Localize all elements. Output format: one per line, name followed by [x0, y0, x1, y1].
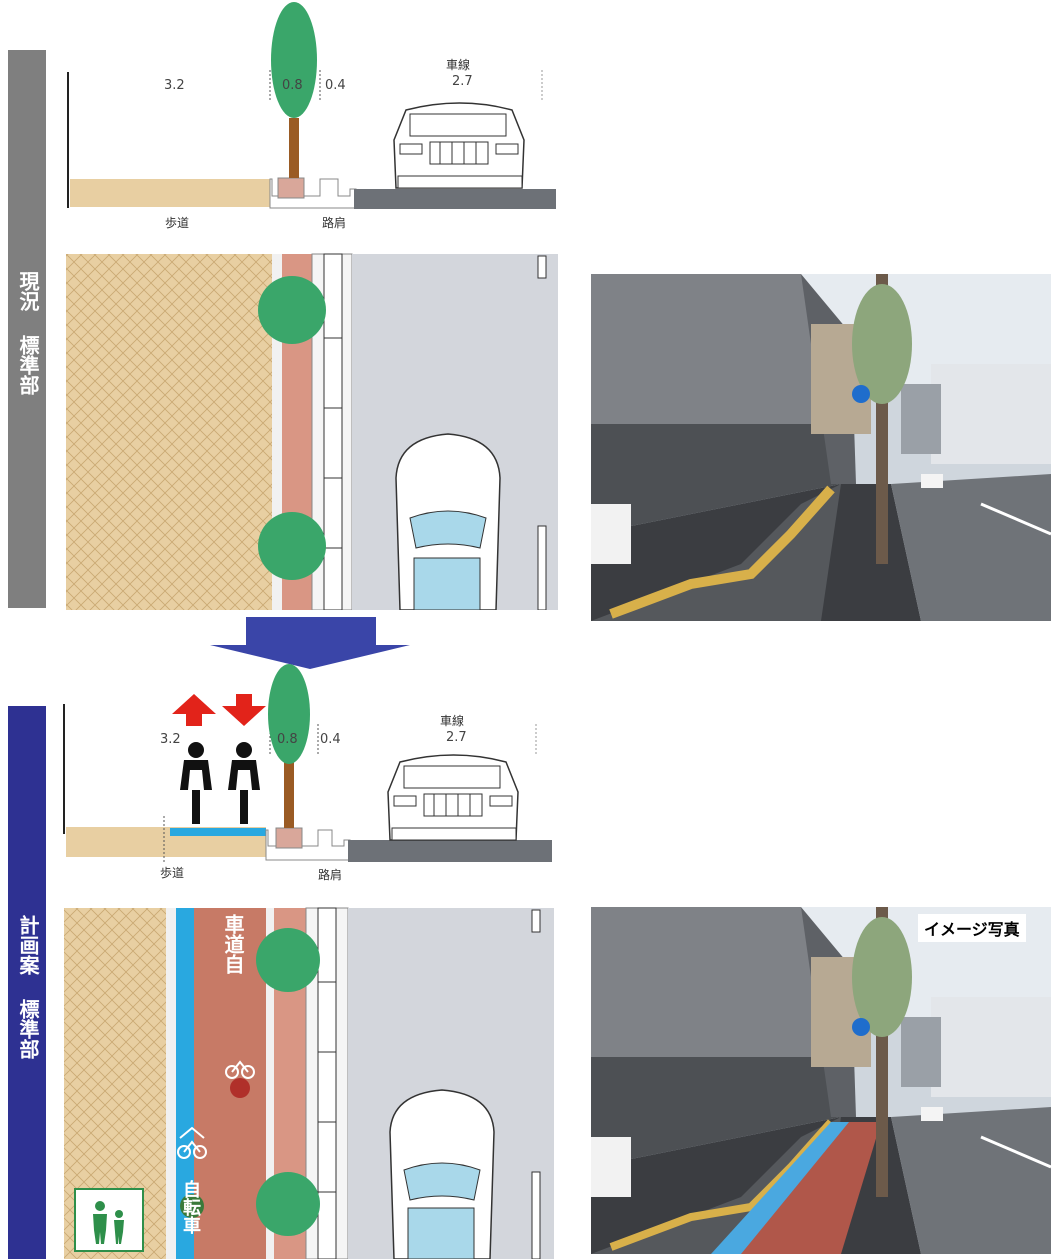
- current-dim-lane: 2.7: [452, 74, 473, 89]
- current-side-label: 現況 標準部: [16, 271, 40, 395]
- current-side-bar: 現況 標準部: [8, 50, 46, 608]
- road-marking-car-bike: 車道自: [221, 914, 245, 974]
- cyclist-icon: [228, 742, 260, 824]
- bicycle-icon: [177, 1140, 207, 1159]
- plan-side-label: 計画案 標準部: [16, 915, 40, 1059]
- current-dim-tree: 0.8: [282, 78, 303, 93]
- car-top-icon: [389, 1089, 495, 1259]
- transition-arrow-icon: [210, 617, 410, 669]
- car-front-icon: [387, 754, 519, 841]
- current-lane-label: 車線: [446, 58, 471, 72]
- plan-dim-tree: 0.8: [277, 732, 298, 747]
- current-label-shoulder: 路肩: [322, 216, 347, 230]
- plan-label-shoulder: 路肩: [318, 868, 343, 882]
- chevron-icon: [179, 1126, 205, 1139]
- road-marking-bicycle: 自転車: [180, 1180, 201, 1234]
- current-dim-gutter: 0.4: [325, 78, 346, 93]
- car-top-icon: [395, 433, 501, 610]
- plan-side-bar: 計画案 標準部: [8, 706, 46, 1259]
- plan-plan-view: [64, 907, 554, 1259]
- current-photo: [591, 274, 1051, 621]
- current-label-sidewalk: 歩道: [165, 216, 190, 230]
- plan-cross-section: [63, 664, 552, 864]
- current-dim-sidewalk: 3.2: [164, 78, 185, 93]
- up-arrow-icon: [172, 694, 216, 726]
- car-front-icon: [393, 102, 525, 189]
- plan-dim-sidewalk: 3.2: [160, 732, 181, 747]
- bicycle-icon: [225, 1060, 255, 1079]
- current-plan-view: [66, 253, 558, 610]
- down-arrow-icon: [222, 694, 266, 726]
- plan-dim-gutter: 0.4: [320, 732, 341, 747]
- cyclist-icon: [180, 742, 212, 824]
- cyclist-topview-icon: [180, 1194, 204, 1218]
- cyclist-topview-icon: [230, 1078, 250, 1098]
- pedestrian-sign-icon: [74, 1188, 144, 1252]
- plan-label-sidewalk: 歩道: [160, 866, 185, 880]
- current-cross-section: [67, 2, 556, 209]
- image-photo-label: イメージ写真: [918, 914, 1026, 942]
- plan-dim-lane: 2.7: [446, 730, 467, 745]
- plan-photo: [591, 907, 1051, 1254]
- plan-lane-label: 車線: [440, 714, 465, 728]
